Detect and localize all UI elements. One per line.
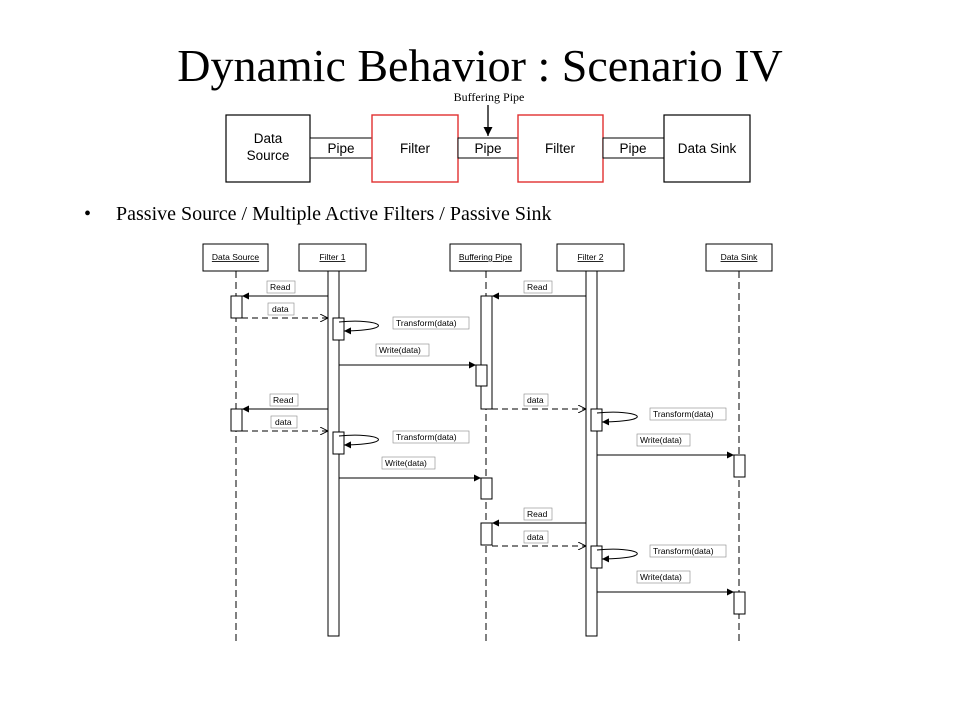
- message-arrow-transform-1: [338, 320, 379, 335]
- buffering-pipe-callout: Buffering Pipe: [454, 90, 525, 104]
- message-label-box-write-3: [381, 456, 436, 470]
- activation-data-source-2: [230, 408, 243, 432]
- pipeline-data-sink-box: [663, 114, 751, 183]
- message-label-data-3: data: [275, 417, 292, 427]
- bullet-marker: •: [84, 203, 92, 225]
- activation-data-source-1: [230, 295, 243, 319]
- message-label-box-data-4: [523, 530, 549, 544]
- bullet-item: • Passive Source / Multiple Active Filter…: [84, 202, 552, 226]
- message-label-read-2: Read: [527, 282, 548, 292]
- message-label-box-transform-1: [392, 316, 470, 330]
- message-label-box-transform-2: [649, 407, 727, 421]
- message-label-transform-4: Transform(data): [653, 546, 714, 556]
- message-label-box-data-3: [270, 415, 298, 429]
- message-label-box-write-1: [375, 343, 430, 357]
- bullet-text: Passive Source / Multiple Active Filters…: [116, 203, 552, 225]
- activation-buffering-pipe-1: [480, 295, 493, 410]
- message-label-data-4: data: [527, 532, 544, 542]
- participant-data-source-box: [202, 243, 269, 272]
- message-label-box-transform-4: [649, 544, 727, 558]
- message-label-box-data-2: [523, 393, 549, 407]
- pipeline-pipe-1-label: Pipe: [327, 141, 354, 156]
- message-label-box-transform-3: [392, 430, 470, 444]
- participant-buffering-pipe-label: Buffering Pipe: [459, 252, 513, 262]
- participant-data-sink-label: Data Sink: [721, 252, 759, 262]
- message-label-box-read-3: [269, 393, 299, 407]
- participant-filter-2-label: Filter 2: [578, 252, 604, 262]
- participant-data-sink-box: [705, 243, 773, 272]
- message-label-read-1: Read: [270, 282, 291, 292]
- activation-data-sink-2: [733, 591, 746, 615]
- pipeline-filter-2-box: [517, 114, 604, 183]
- message-arrow-transform-2: [596, 411, 638, 426]
- pipeline-diagram: Data Source Pipe Filter Pipe Filter Pipe…: [225, 90, 751, 183]
- message-label-box-read-1: [266, 280, 296, 294]
- message-arrow-transform-4: [596, 548, 638, 563]
- message-label-box-data-1: [267, 302, 295, 316]
- message-label-read-3: Read: [273, 395, 294, 405]
- activation-buffering-pipe-3: [480, 477, 493, 500]
- message-label-data-1: data: [272, 304, 289, 314]
- pipeline-filter-2-label: Filter: [545, 141, 576, 156]
- slide-title: Dynamic Behavior : Scenario IV: [177, 40, 783, 91]
- message-label-box-read-2: [523, 280, 553, 294]
- message-label-transform-2: Transform(data): [653, 409, 714, 419]
- participant-buffering-pipe-box: [449, 243, 522, 272]
- pipeline-pipe-3-label: Pipe: [619, 141, 646, 156]
- pipeline-data-sink-label: Data Sink: [678, 141, 737, 156]
- activation-buffering-pipe-2: [475, 364, 488, 387]
- message-label-write-2: Write(data): [640, 435, 682, 445]
- message-label-box-read-4: [523, 507, 553, 521]
- message-label-write-4: Write(data): [640, 572, 682, 582]
- pipeline-data-source-box: [225, 114, 311, 183]
- message-label-data-2: data: [527, 395, 544, 405]
- participant-filter-1-label: Filter 1: [320, 252, 346, 262]
- message-label-write-3: Write(data): [385, 458, 427, 468]
- activation-buffering-pipe-4: [480, 522, 493, 546]
- message-label-read-4: Read: [527, 509, 548, 519]
- sequence-diagram: Data Source Filter 1 Buffering Pipe Filt…: [202, 243, 773, 644]
- activation-filter-2-main: [585, 270, 598, 637]
- pipeline-filter-1-label: Filter: [400, 141, 431, 156]
- message-arrow-transform-3: [338, 434, 379, 449]
- message-label-write-1: Write(data): [379, 345, 421, 355]
- participant-data-source-label: Data Source: [212, 252, 260, 262]
- activation-data-sink-1: [733, 454, 746, 478]
- message-label-transform-1: Transform(data): [396, 318, 457, 328]
- message-label-box-write-2: [636, 433, 691, 447]
- pipeline-pipe-2-label: Pipe: [474, 141, 501, 156]
- pipeline-data-source-label-line2: Source: [247, 148, 290, 163]
- message-label-transform-3: Transform(data): [396, 432, 457, 442]
- pipeline-data-source-label-line1: Data: [254, 131, 283, 146]
- message-label-box-write-4: [636, 570, 691, 584]
- pipeline-filter-1-box: [371, 114, 459, 183]
